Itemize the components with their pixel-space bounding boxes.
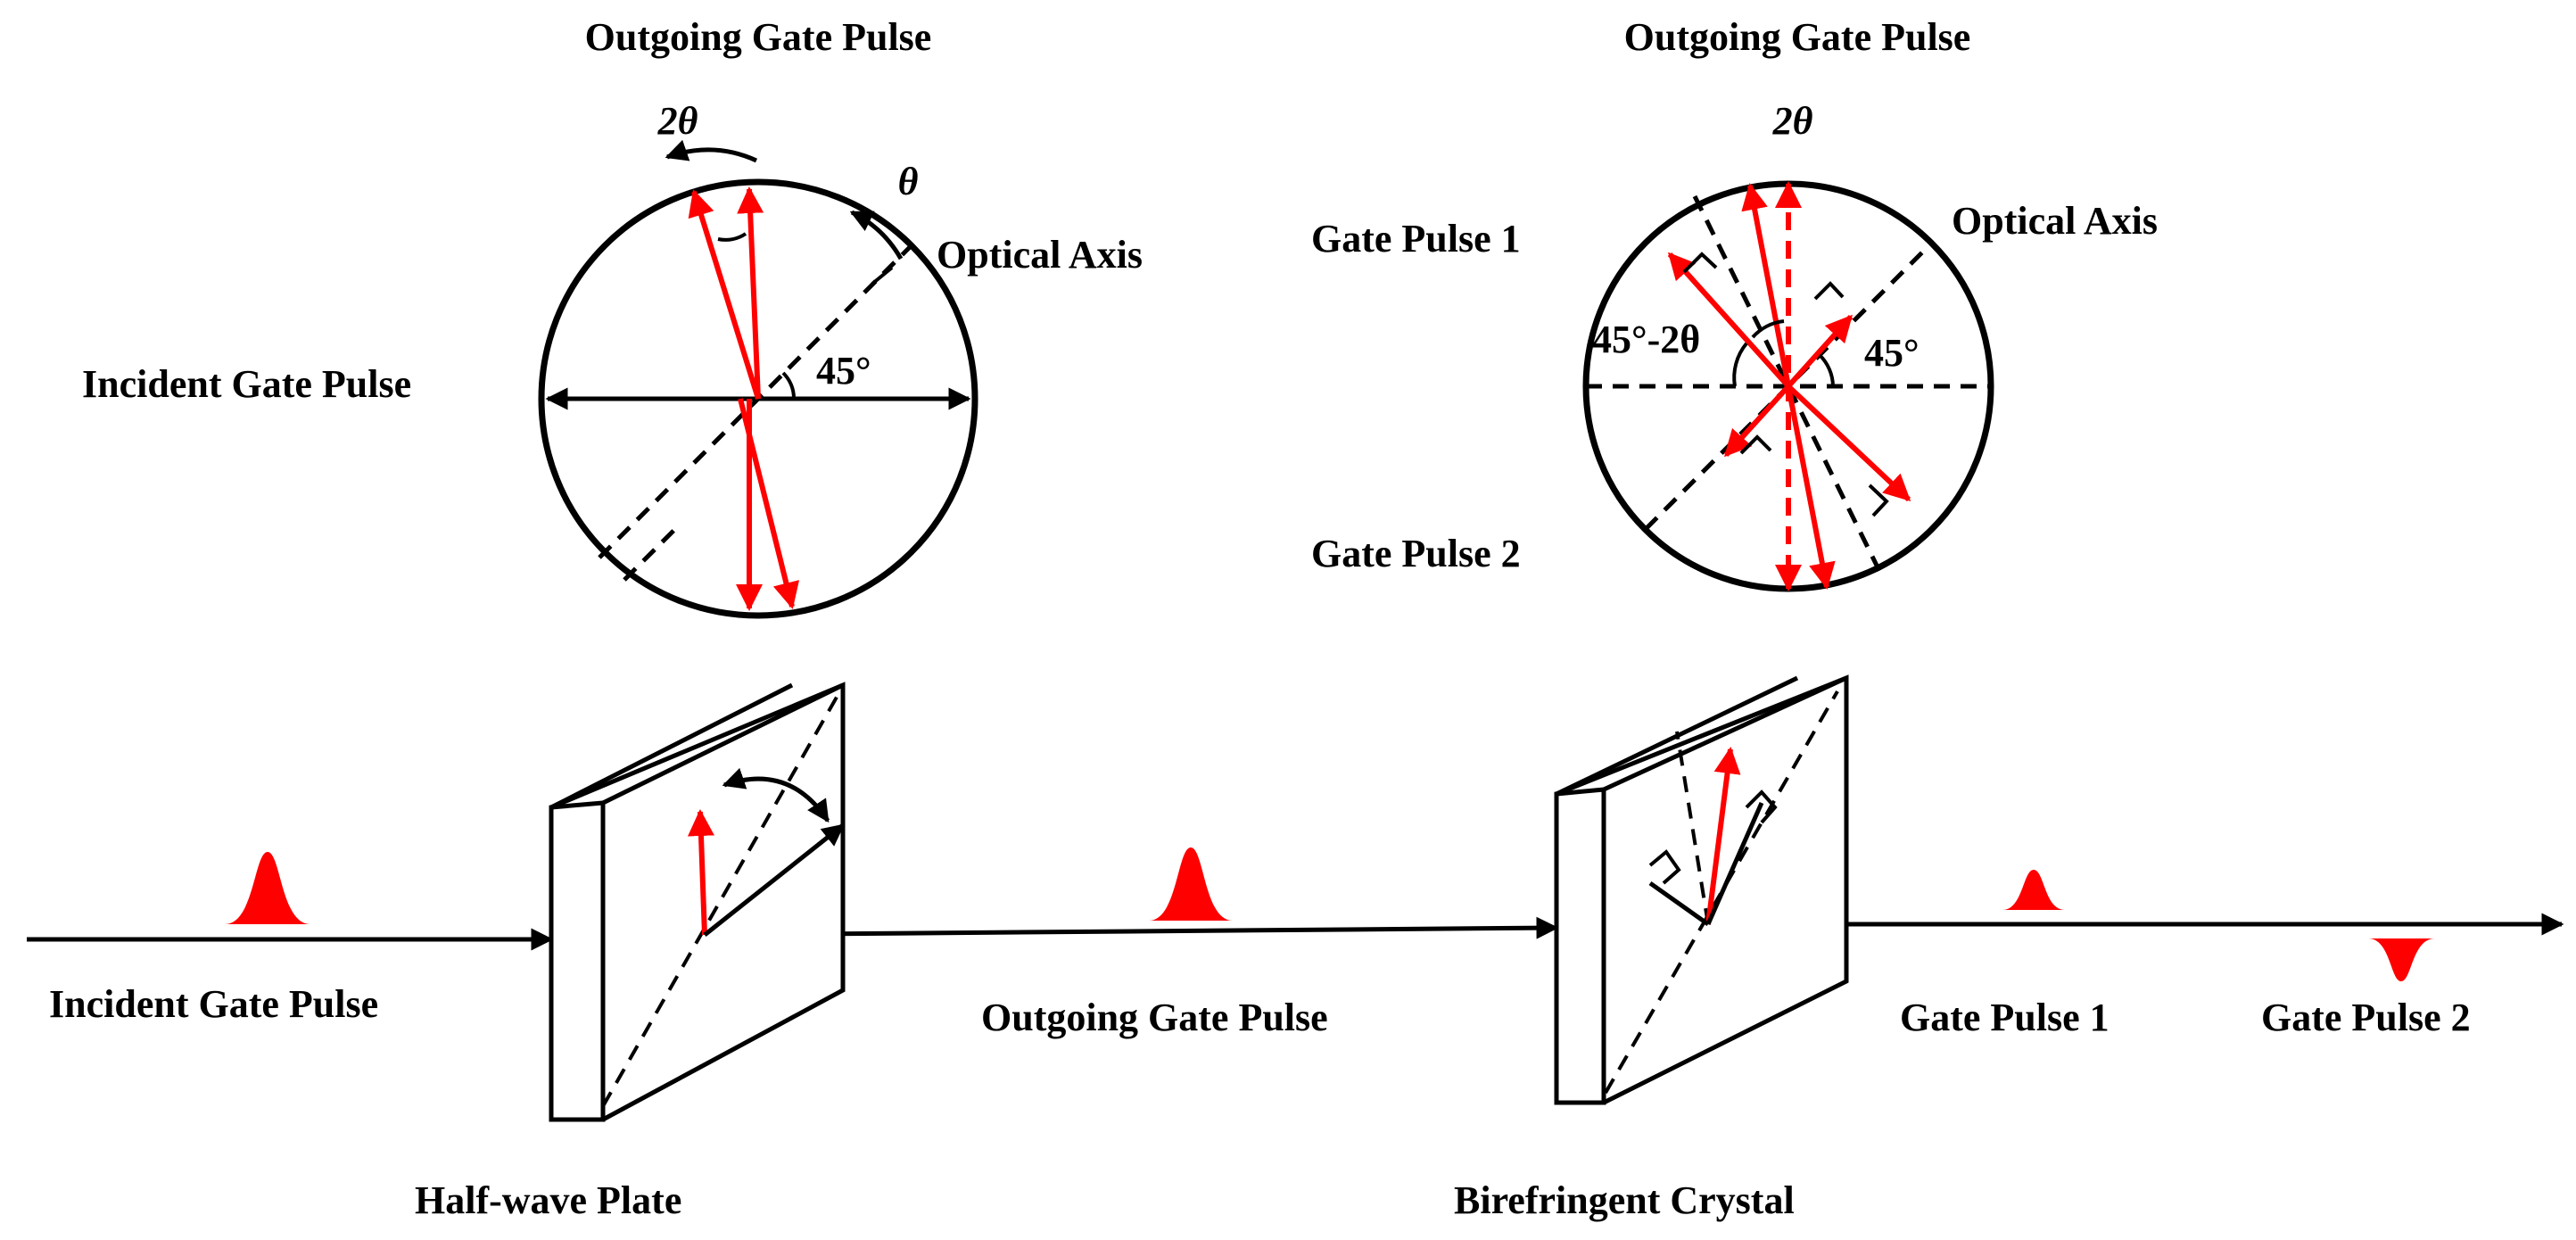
gate-pulse-1-shape [2002,870,2065,910]
plate-edge [549,800,606,1122]
bottom-gate2-label: Gate Pulse 2 [2261,996,2471,1039]
left-rotated-up-arrow [688,189,761,400]
right-gate1-left-arrow [1667,252,1791,389]
right-45-label: 45° [1864,331,1920,375]
right-45minus2theta-label: 45°-2θ [1592,318,1700,361]
right-2theta-arc [1751,319,1785,339]
right-gate1-right-arrow [1786,384,1911,502]
plate-polarization-arrow [687,809,714,936]
right-outgoing-up-arrow [1741,183,1791,387]
crystal-component-right [1705,801,1764,926]
right-outgoing-down-arrow [1786,385,1836,590]
plate-top-edge [549,682,794,810]
crystal-edge [1554,787,1606,1105]
right-2theta-label: 2θ [1772,99,1813,143]
bottom-incident-label: Incident Gate Pulse [49,982,378,1026]
right-gate1-label: Gate Pulse 1 [1311,217,1521,260]
beam-outgoing-segment [704,916,1559,939]
birefringent-crystal-label: Birefringent Crystal [1454,1178,1795,1222]
right-right-angle-2 [1813,281,1845,301]
right-right-angle-3 [1739,434,1772,455]
left-circle [538,178,978,619]
crystal-front-top [1602,675,1848,792]
crystal-polarization-arrow [1705,747,1741,925]
left-theta-label: θ [898,160,919,203]
plate-rotated-arrow [703,823,845,937]
left-45-label: 45° [816,349,871,393]
right-gate2-label: Gate Pulse 2 [1311,532,1521,575]
plate-front-top [601,682,845,806]
incident-pulse [225,852,310,924]
crystal-right-angle-2 [1745,789,1778,824]
left-polar-diagram: Outgoing Gate Pulse 2θ θ Optical Axis In… [82,15,1143,619]
left-outgoing-up-arrow [737,186,764,400]
right-polar-diagram: Outgoing Gate Pulse 2θ Optical Axis Gate… [1311,15,2158,592]
left-axis-dash-lower [623,525,680,582]
right-optical-axis-label: Optical Axis [1952,199,2158,243]
half-wave-plate [549,682,846,1122]
gate-pulse-2-shape [2368,938,2435,981]
left-incident-label: Incident Gate Pulse [82,362,411,406]
plate-rotation-arc [722,767,830,823]
right-gate2-up-arrow [1786,314,1854,389]
right-45minus-arc [1732,342,1748,387]
left-45-arc [781,371,797,400]
right-title: Outgoing Gate Pulse [1624,15,1971,59]
left-2theta-rotation-arrow [665,139,758,163]
outgoing-pulse [1149,847,1233,921]
left-2theta-label: 2θ [657,99,698,143]
right-right-angle-1 [1682,252,1718,274]
right-45-arc [1818,353,1835,387]
crystal-axis-dashed [1604,690,1839,1095]
half-wave-plate-label: Half-wave Plate [415,1178,681,1222]
crystal-perp-dashed [1675,731,1710,925]
bottom-gate1-label: Gate Pulse 1 [1900,996,2110,1039]
left-2theta-small-arc [717,232,747,242]
crystal-right-angle-1 [1648,849,1681,885]
left-theta-arc-arrow [849,210,904,260]
right-rotated-axis-line [1692,194,1885,578]
left-optical-axis-line [598,244,913,559]
bottom-outgoing-label: Outgoing Gate Pulse [981,996,1328,1039]
birefringent-crystal [1554,674,1849,1105]
left-rotated-down-arrow [738,398,800,609]
crystal-component-left [1648,880,1710,927]
right-right-angle-4 [1868,484,1889,517]
left-title: Outgoing Gate Pulse [585,15,932,59]
optical-path: Incident Gate Pulse Outgoing Gate Pulse … [27,674,2564,1222]
left-axis-tick [871,266,894,285]
right-gate2-down-arrow [1723,384,1791,458]
left-optical-axis-label: Optical Axis [937,233,1143,277]
